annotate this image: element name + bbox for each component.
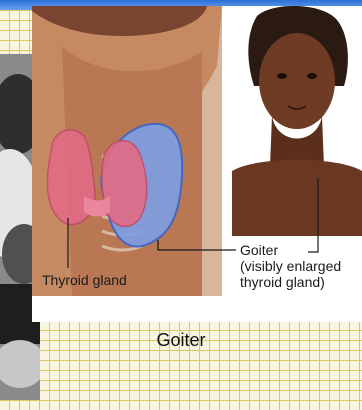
thyroid-gland-label: Thyroid gland [42,272,127,288]
figure-caption: Goiter [0,330,362,351]
thyroid-right-lobe [102,141,147,227]
goiter-description-line-1: (visibly enlarged [240,258,341,274]
goiter-label: Goiter [240,242,278,258]
goiter-description-line-2: thyroid gland) [240,274,325,290]
thyroid-illustration-panel: Thyroid gland Goiter (visibly enlarged t… [32,6,362,322]
